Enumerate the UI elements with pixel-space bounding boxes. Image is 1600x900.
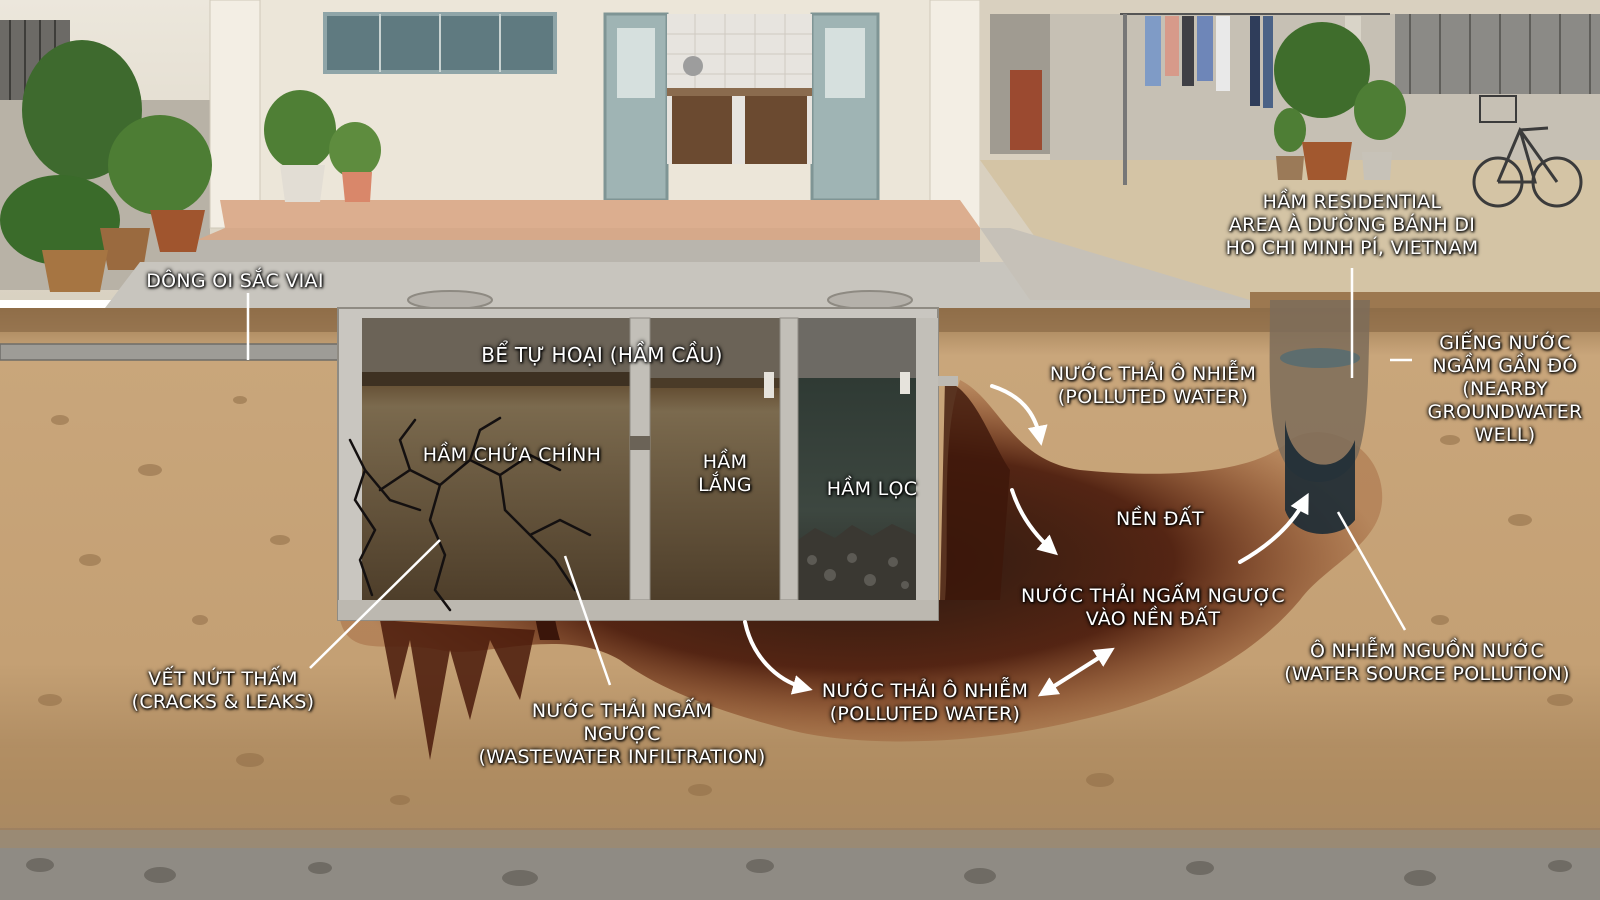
label-drain-pipe: DÔNG OI SẮC VIAI bbox=[146, 270, 324, 293]
label-groundwater-well-line-5: WELL) bbox=[1427, 424, 1582, 447]
house-pillar-left bbox=[210, 0, 260, 228]
label-polluted-water-bottom-line-2: (POLLUTED WATER) bbox=[822, 703, 1028, 726]
manhole-lid-2 bbox=[828, 291, 912, 309]
gravel-layer bbox=[0, 845, 1600, 900]
main-chamber-liquid bbox=[362, 372, 630, 600]
label-polluted-water-bottom: NƯỚC THẢI Ô NHIỄM(POLLUTED WATER) bbox=[822, 680, 1028, 726]
label-cracks: VẾT NỨT THẤM(CRACKS & LEAKS) bbox=[132, 668, 315, 714]
partition-wall-2 bbox=[780, 318, 798, 600]
label-infiltration-line-3: (WASTEWATER INFILTRATION) bbox=[478, 746, 765, 769]
label-location-line-1: HẦM RESIDENTIAL bbox=[1226, 191, 1479, 214]
label-filter-chamber: HẦM LỌC bbox=[827, 478, 918, 501]
label-location-line-3: HO CHI MINH PÍ, VIETNAM bbox=[1226, 237, 1479, 260]
label-groundwater-well-line-1: GIẾNG NƯỚC bbox=[1427, 332, 1582, 355]
label-soil-line-1: NỀN ĐẤT bbox=[1116, 508, 1204, 531]
label-infiltration-line-1: NƯỚC THẢI NGẤM bbox=[478, 700, 765, 723]
label-infiltration-line-2: NGƯỢC bbox=[478, 723, 765, 746]
drain-pipe bbox=[0, 344, 340, 360]
label-main-chamber-line-1: HẦM CHỨA CHÍNH bbox=[423, 444, 601, 467]
label-drain-pipe-line-1: DÔNG OI SẮC VIAI bbox=[146, 270, 324, 293]
label-water-source-pollution-line-2: (WATER SOURCE POLLUTION) bbox=[1284, 663, 1570, 686]
label-settling-chamber-line-2: LẮNG bbox=[698, 474, 752, 497]
label-water-source-pollution: Ô NHIỄM NGUỒN NƯỚC(WATER SOURCE POLLUTIO… bbox=[1284, 640, 1570, 686]
house-pillar-right bbox=[930, 0, 980, 228]
label-filter-chamber-line-1: HẦM LỌC bbox=[827, 478, 918, 501]
label-groundwater-well-line-4: GROUNDWATER bbox=[1427, 401, 1582, 424]
manhole-lid-1 bbox=[408, 291, 492, 309]
above-ground-scene bbox=[0, 0, 1600, 309]
label-groundwater-well-line-2: NGẦM GẦN ĐÓ bbox=[1427, 355, 1582, 378]
porch-step bbox=[180, 240, 1000, 264]
label-location-line-2: AREA À DƯỜNG BÁNH DI bbox=[1226, 214, 1479, 237]
label-seepage-soil-line-2: VÀO NỀN ĐẤT bbox=[1021, 608, 1285, 631]
label-main-chamber: HẦM CHỨA CHÍNH bbox=[423, 444, 601, 467]
label-seepage-soil-line-1: NƯỚC THẢI NGẤM NGƯỢC bbox=[1021, 585, 1285, 608]
label-water-source-pollution-line-1: Ô NHIỄM NGUỒN NƯỚC bbox=[1284, 640, 1570, 663]
label-polluted-water-top-line-1: NƯỚC THẢI Ô NHIỄM bbox=[1050, 363, 1256, 386]
underground bbox=[0, 292, 1600, 900]
label-polluted-water-bottom-line-1: NƯỚC THẢI Ô NHIỄM bbox=[822, 680, 1028, 703]
label-groundwater-well-line-3: (NEARBY bbox=[1427, 378, 1582, 401]
label-settling-chamber-line-1: HẦM bbox=[698, 451, 752, 474]
label-polluted-water-top-line-2: (POLLUTED WATER) bbox=[1050, 386, 1256, 409]
label-polluted-water-top: NƯỚC THẢI Ô NHIỄM(POLLUTED WATER) bbox=[1050, 363, 1256, 409]
label-septic-tank-line-1: BỂ TỰ HOẠI (HẦM CẦU) bbox=[481, 344, 722, 367]
label-septic-tank: BỂ TỰ HOẠI (HẦM CẦU) bbox=[481, 344, 722, 367]
label-soil: NỀN ĐẤT bbox=[1116, 508, 1204, 531]
label-cracks-line-2: (CRACKS & LEAKS) bbox=[132, 691, 315, 714]
label-cracks-line-1: VẾT NỨT THẤM bbox=[132, 668, 315, 691]
